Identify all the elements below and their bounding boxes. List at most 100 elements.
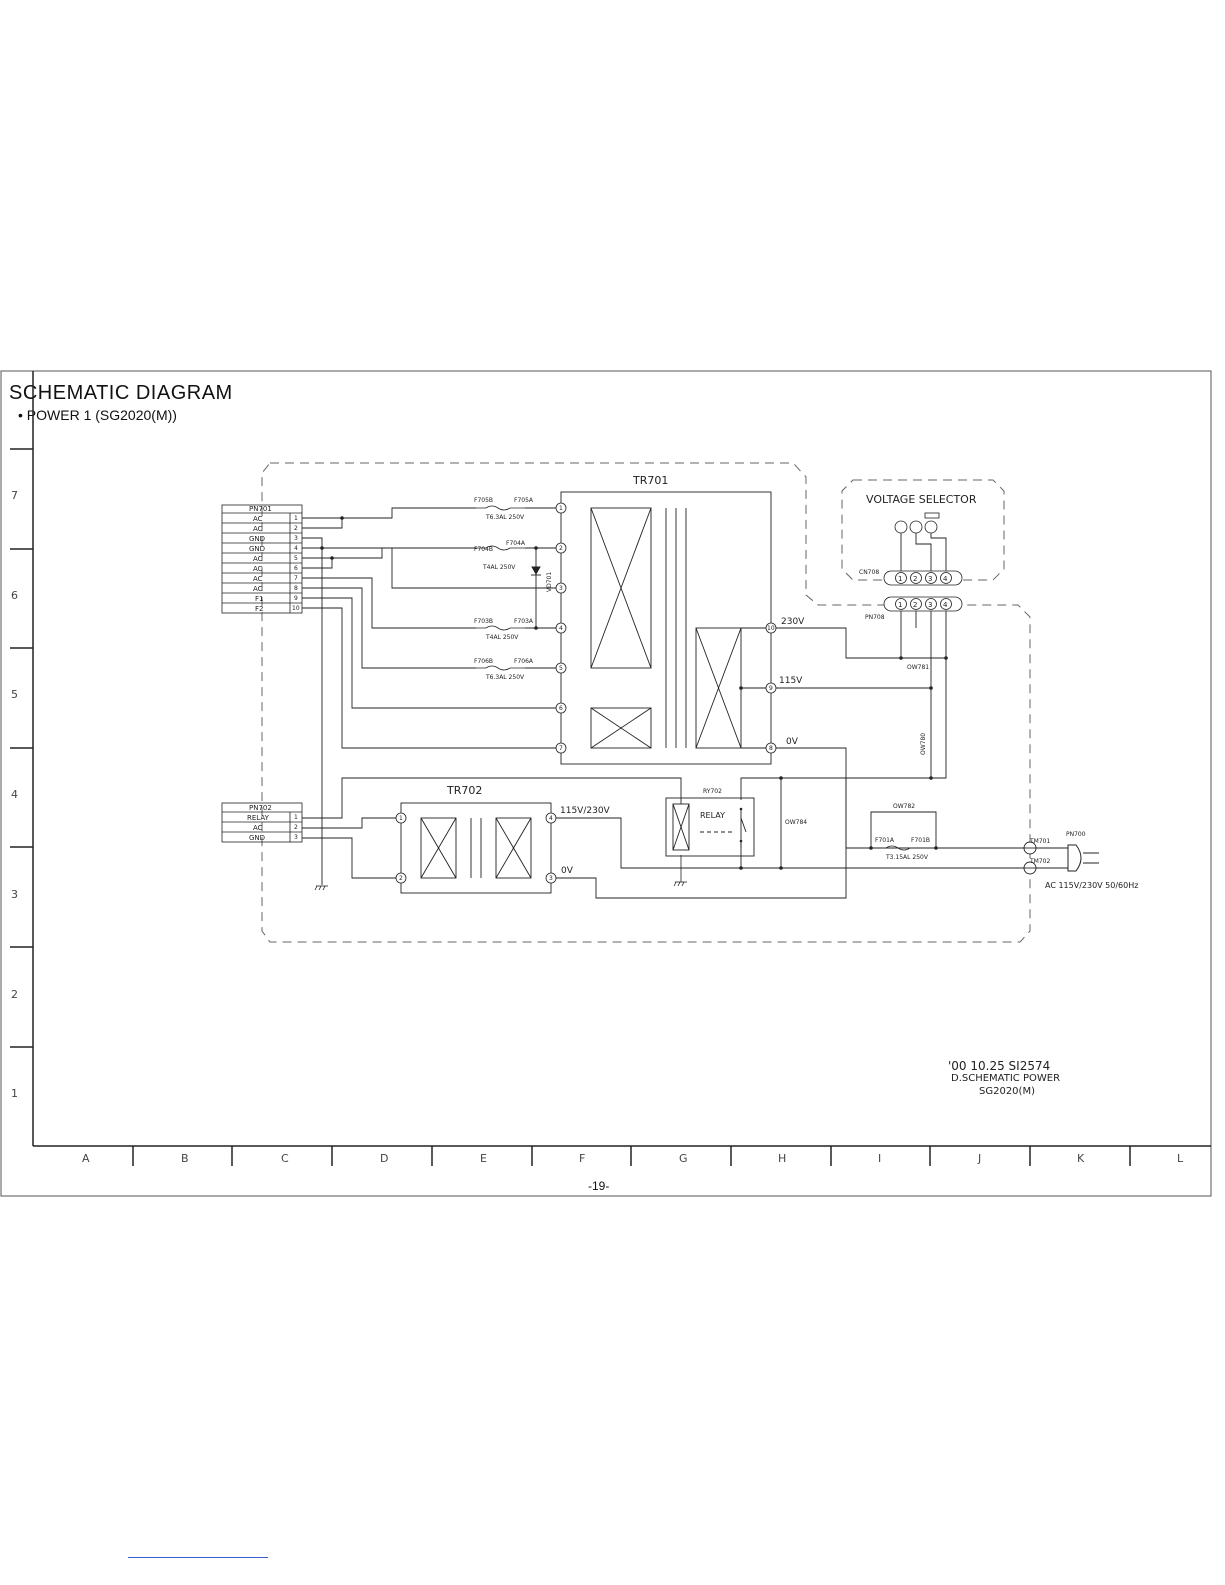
tr702-pin-number: 2 [399, 875, 403, 882]
fuse-label: F701B [911, 837, 930, 844]
ground-symbol [673, 855, 687, 887]
pn701-pin-labels: AC AC GND GND AC AC AC AC F1 F2 [249, 515, 265, 613]
row-label: 1 [11, 1087, 18, 1100]
relay-ref-label: RY702 [703, 788, 722, 795]
ow781-label: OW781 [907, 664, 929, 671]
title-block-name: D.SCHEMATIC POWER [951, 1073, 1060, 1084]
tr701-pin-number: 3 [559, 585, 563, 592]
voltage-115v-label: 115V [779, 676, 803, 686]
pn700-label: PN700 [1066, 831, 1086, 838]
ow782-label: OW782 [893, 803, 915, 810]
column-ticks [132, 1146, 1131, 1166]
tm701-label: TM701 [1029, 838, 1050, 845]
pn702-pin-label: RELAY [247, 814, 270, 822]
row-labels: 7 6 5 4 3 2 1 [11, 489, 18, 1100]
column-label: L [1177, 1152, 1184, 1165]
pn708-pin-number: 2 [913, 601, 917, 609]
pn701-pin-numbers: 1 2 3 4 5 6 7 8 9 10 [292, 515, 300, 612]
diode-label: VD701 [546, 572, 553, 592]
column-label: E [480, 1152, 487, 1165]
ow780-label: OW780 [920, 733, 927, 755]
tr701-pin-numbers: 1 2 3 4 5 6 7 10 9 8 [559, 505, 775, 752]
tr701-pin-number: 8 [769, 745, 773, 752]
row-label: 4 [11, 788, 18, 801]
relay-contacts [739, 807, 743, 843]
cn708-label: CN708 [859, 569, 879, 576]
column-label: I [878, 1152, 881, 1165]
document-title: SCHEMATIC DIAGRAM [9, 382, 233, 404]
cn708-pin-number: 2 [913, 575, 917, 583]
pn701-pin-number: 6 [294, 565, 298, 572]
row-label: 6 [11, 589, 18, 602]
ac-terminals [1023, 841, 1037, 875]
tr702-pin-number: 3 [549, 875, 553, 882]
pn701-pin-number: 9 [294, 595, 298, 602]
voltage-115-230v-label: 115V/230V [560, 806, 611, 816]
relay-ry702 [665, 797, 755, 857]
pn702-label: PN702 [249, 804, 272, 812]
fuse-label: F705B [474, 497, 493, 504]
footer-link-underline[interactable] [128, 1557, 268, 1558]
pn701-pin-number: 7 [294, 575, 298, 582]
fuse-rating: T3.15AL 250V [885, 854, 929, 861]
cn708-pin-number: 1 [898, 575, 902, 583]
voltage-selector-title: VOLTAGE SELECTOR [866, 493, 977, 506]
tr702-pin-number: 1 [399, 815, 403, 822]
document-subtitle: • POWER 1 (SG2020(M)) [18, 407, 177, 423]
voltage-selector-outline [841, 479, 1005, 581]
pn701-pin-label: AC [253, 585, 263, 593]
pn708-pin-number: 4 [943, 601, 948, 609]
tr701-pin-number: 6 [559, 705, 563, 712]
ac-plug-icon [1036, 844, 1099, 872]
pn701-pin-label: F2 [255, 605, 263, 613]
tr702-pin-circles [395, 812, 557, 884]
connector-cn708 [883, 570, 963, 586]
pn701-pin-label: AC [253, 575, 263, 583]
pn701-pin-number: 8 [294, 585, 298, 592]
pn701-pin-label: F1 [255, 595, 263, 603]
cn708-pin-number: 4 [943, 575, 948, 583]
tr701-pin-number: 5 [559, 665, 563, 672]
pn708-label: PN708 [865, 614, 885, 621]
row-label: 2 [11, 988, 18, 1001]
pn701-pin-number: 5 [294, 555, 298, 562]
relay-wiring [556, 778, 1030, 869]
pn708-pin-number: 3 [928, 601, 932, 609]
tr701-secondary-wiring [741, 627, 766, 749]
pn701-pin-label: AC [253, 515, 263, 523]
column-label: B [181, 1152, 189, 1165]
connector-pn701 [221, 504, 303, 614]
pn701-pin-number: 10 [292, 605, 300, 612]
pn701-pin-number: 3 [294, 535, 298, 542]
pn701-wiring [302, 507, 682, 885]
fuse-label: F701A [875, 837, 895, 844]
fuse-label: F704B [474, 546, 493, 553]
pn702-pin-number: 3 [294, 834, 298, 841]
voltage-selector-pads [894, 512, 940, 534]
fuse-label: F703B [474, 618, 493, 625]
column-label: D [380, 1152, 388, 1165]
tr701-pin-number: 9 [769, 685, 773, 692]
tr702-pin-number: 4 [549, 815, 553, 822]
junction-dots [320, 516, 948, 870]
title-block-model: SG2020(M) [979, 1086, 1035, 1097]
voltage-0v-label: 0V [786, 737, 799, 747]
fuse-label: F703A [514, 618, 534, 625]
column-label: A [82, 1152, 90, 1165]
row-ticks [10, 448, 33, 1048]
column-label: F [579, 1152, 585, 1165]
tr701-pin-number: 10 [767, 625, 775, 632]
ow784-label: OW784 [785, 819, 807, 826]
column-labels: A B C D E F G H I J K L [82, 1152, 1184, 1165]
pn701-label: PN701 [249, 505, 272, 513]
column-label: G [679, 1152, 688, 1165]
ground-symbol [314, 885, 328, 891]
pn701-pin-number: 2 [294, 525, 298, 532]
fuse-rating: T6.3AL 250V [485, 674, 525, 681]
pn701-pin-label: GND [249, 535, 265, 543]
row-label: 3 [11, 888, 18, 901]
tr701-pin-number: 7 [559, 745, 563, 752]
row-label: 5 [11, 688, 18, 701]
pn702-pin-label: GND [249, 834, 265, 842]
